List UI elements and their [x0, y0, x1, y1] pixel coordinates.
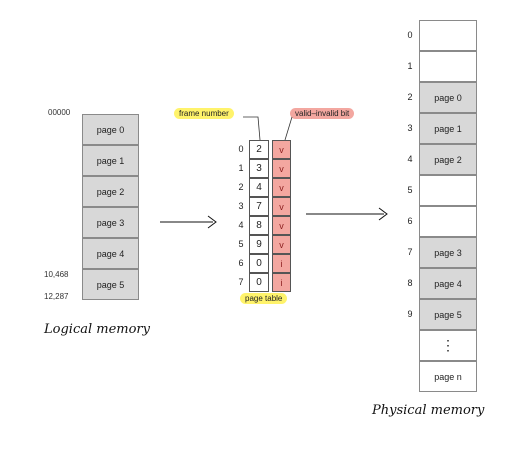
logical-page: page 4 — [82, 238, 139, 269]
page-table-valid-bit: i — [272, 254, 291, 273]
page-table-index: 4 — [238, 220, 244, 230]
page-table-valid-bit: v — [272, 235, 291, 254]
physical-frame: page 3 — [419, 237, 477, 268]
logical-page: page 2 — [82, 176, 139, 207]
page-table-index: 5 — [238, 239, 244, 249]
page-table-index: 1 — [238, 163, 244, 173]
physical-frame-index: 4 — [407, 154, 413, 164]
physical-frame: page 2 — [419, 144, 477, 175]
page-table-valid-bit: i — [272, 273, 291, 292]
logical-address-mid: 10,468 — [44, 270, 69, 279]
page-table-frame: 3 — [249, 159, 269, 178]
page-table-index: 0 — [238, 144, 244, 154]
page-table-valid-bit: v — [272, 197, 291, 216]
logical-address-start: 00000 — [48, 108, 71, 117]
page-table-valid-bit: v — [272, 216, 291, 235]
valid-label-pointer — [284, 116, 293, 141]
arrow-head-2 — [378, 207, 388, 221]
page-table-frame: 4 — [249, 178, 269, 197]
physical-frame-index: 9 — [407, 309, 413, 319]
logical-page: page 0 — [82, 114, 139, 145]
physical-frame-index: 6 — [407, 216, 413, 226]
page-table-index: 2 — [238, 182, 244, 192]
page-table-valid-bit: v — [272, 159, 291, 178]
page-table-frame: 9 — [249, 235, 269, 254]
arrow-head-1 — [207, 215, 217, 229]
logical-memory-caption: Logical memory — [44, 322, 150, 337]
physical-frame — [419, 20, 477, 51]
physical-frame-index: 0 — [407, 30, 413, 40]
logical-page: page 3 — [82, 207, 139, 238]
page-table-frame: 8 — [249, 216, 269, 235]
page-table-label: page table — [240, 293, 288, 304]
logical-page: page 1 — [82, 145, 139, 176]
physical-frame-index: 3 — [407, 123, 413, 133]
page-table-frame: 0 — [249, 254, 269, 273]
page-table-index: 7 — [238, 277, 244, 287]
page-table-index: 3 — [238, 201, 244, 211]
physical-frame-index: 5 — [407, 185, 413, 195]
physical-frame-index: 7 — [407, 247, 413, 257]
logical-address-end: 12,287 — [44, 292, 69, 301]
physical-frame — [419, 206, 477, 237]
valid-invalid-label: valid–invalid bit — [290, 108, 355, 119]
physical-frame: ⋮ — [419, 330, 477, 361]
page-table-valid-bit: v — [272, 140, 291, 159]
physical-frame: page 5 — [419, 299, 477, 330]
page-table-valid-bit: v — [272, 178, 291, 197]
physical-frame-index: 1 — [407, 61, 413, 71]
page-table-frame: 0 — [249, 273, 269, 292]
physical-frame-index: 2 — [407, 92, 413, 102]
page-table-index: 6 — [238, 258, 244, 268]
physical-frame — [419, 51, 477, 82]
page-table-frame: 7 — [249, 197, 269, 216]
frame-number-label: frame number — [174, 108, 234, 119]
physical-frame: page n — [419, 361, 477, 392]
logical-page: page 5 — [82, 269, 139, 300]
physical-frame — [419, 175, 477, 206]
frame-label-pointer — [243, 116, 261, 141]
physical-frame: page 1 — [419, 113, 477, 144]
physical-frame: page 0 — [419, 82, 477, 113]
physical-frame-index: 8 — [407, 278, 413, 288]
physical-memory-caption: Physical memory — [372, 403, 485, 418]
physical-frame: page 4 — [419, 268, 477, 299]
page-table-frame: 2 — [249, 140, 269, 159]
